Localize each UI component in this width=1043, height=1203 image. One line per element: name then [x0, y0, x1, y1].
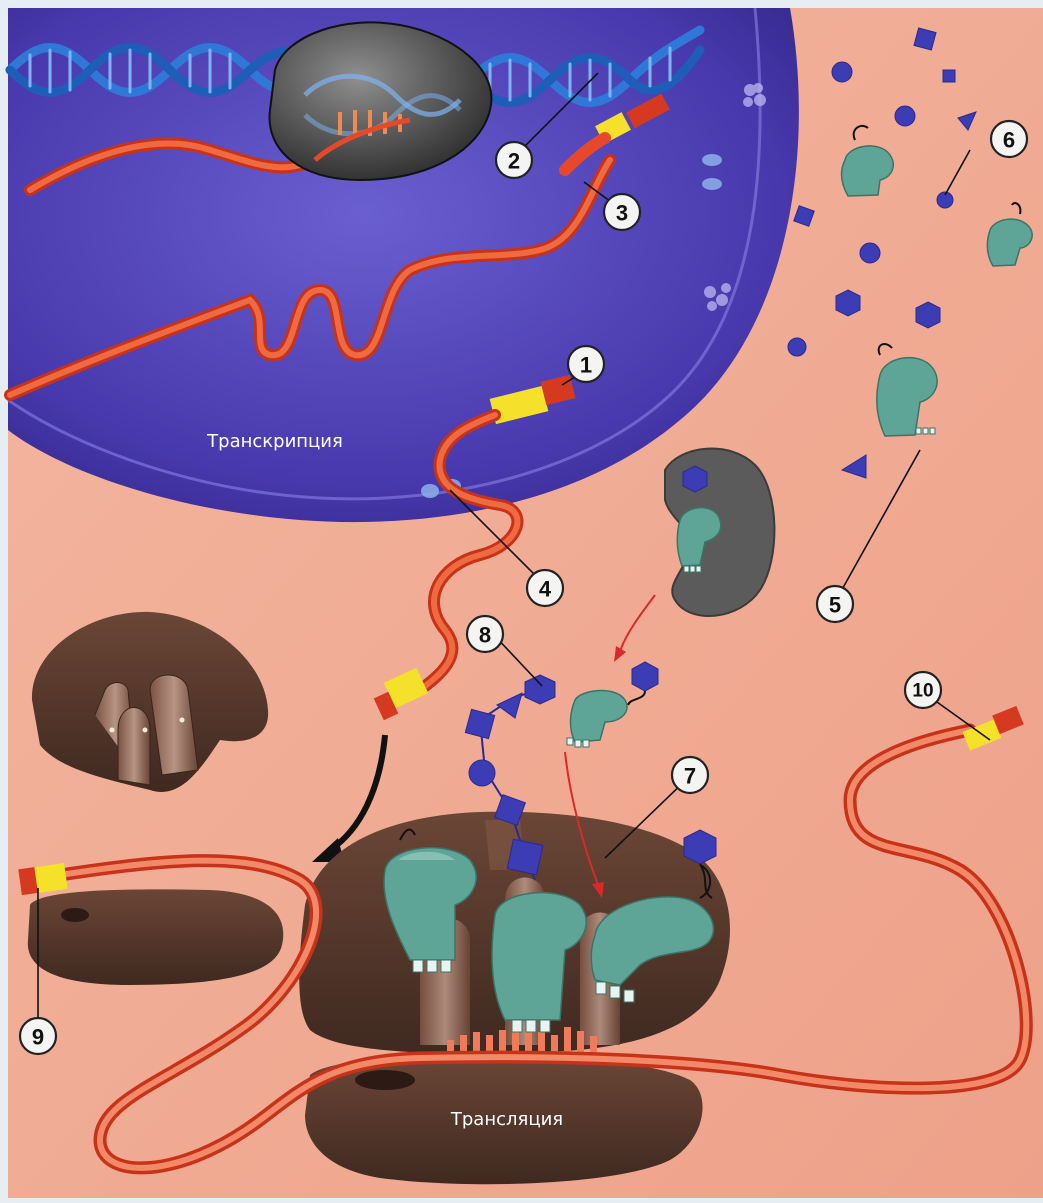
callout-7: 7	[672, 757, 708, 793]
svg-text:1: 1	[580, 353, 592, 378]
callout-4: 4	[527, 570, 563, 606]
callout-8: 8	[467, 616, 503, 652]
ribosome-small-subunit-free	[28, 889, 283, 985]
callout-1: 1	[568, 346, 604, 382]
callout-2: 2	[496, 142, 532, 178]
svg-text:5: 5	[829, 593, 841, 618]
callout-5: 5	[817, 586, 853, 622]
callout-9: 9	[20, 1018, 56, 1054]
svg-text:4: 4	[539, 577, 552, 602]
translation-label: Трансляция	[450, 1109, 563, 1130]
svg-text:6: 6	[1003, 128, 1015, 153]
transcription-label: Транскрипция	[206, 431, 343, 452]
svg-text:3: 3	[616, 201, 628, 226]
svg-text:7: 7	[684, 764, 696, 789]
callout-6: 6	[991, 121, 1027, 157]
svg-text:8: 8	[479, 623, 491, 648]
callout-3: 3	[604, 194, 640, 230]
svg-text:9: 9	[32, 1025, 44, 1050]
callout-10: 10	[905, 672, 941, 708]
svg-text:10: 10	[912, 681, 933, 702]
svg-text:2: 2	[508, 149, 520, 174]
aminoacyl-trna-synthetase	[665, 449, 774, 616]
mrna-cap-yellow	[34, 863, 67, 893]
